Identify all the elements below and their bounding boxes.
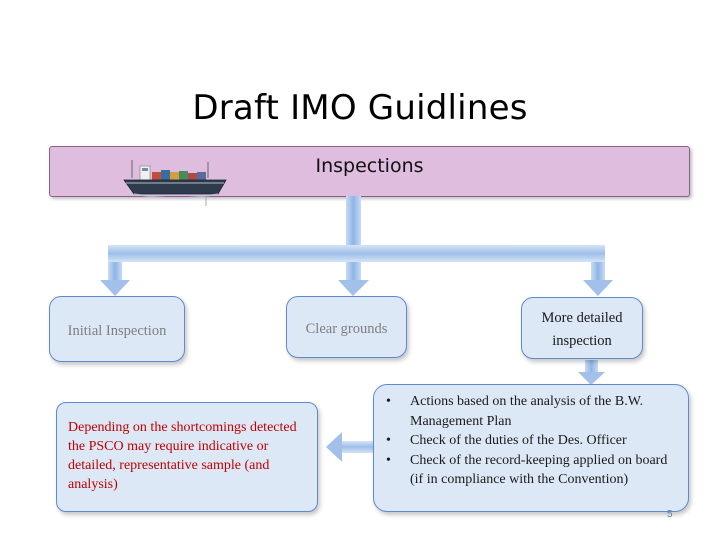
arrow-down-icon — [578, 360, 605, 385]
actions-list-item: Check of the duties of the Des. Officer — [384, 431, 680, 451]
detailed-inspection-box: More detailed inspection — [521, 297, 643, 359]
arrow-down-icon — [338, 262, 369, 296]
arrow-left-icon — [326, 432, 376, 462]
actions-list: Actions based on the analysis of the B.W… — [384, 392, 680, 490]
arrow-down-icon — [100, 262, 130, 296]
detailed-inspection-label-1: More detailed — [522, 307, 642, 329]
clear-grounds-box: Clear grounds — [286, 296, 407, 358]
initial-inspection-box: Initial Inspection — [49, 296, 185, 362]
initial-inspection-label: Initial Inspection — [50, 320, 184, 342]
psco-note: Depending on the shortcomings detected t… — [68, 418, 308, 494]
detailed-inspection-label-2: inspection — [522, 330, 642, 352]
arrow-down-icon — [583, 262, 613, 296]
actions-list-item: Actions based on the analysis of the B.W… — [384, 392, 680, 431]
actions-list-item: Check of the record-keeping applied on b… — [384, 451, 680, 490]
page-number: 5 — [667, 509, 673, 520]
clear-grounds-label: Clear grounds — [287, 318, 406, 340]
